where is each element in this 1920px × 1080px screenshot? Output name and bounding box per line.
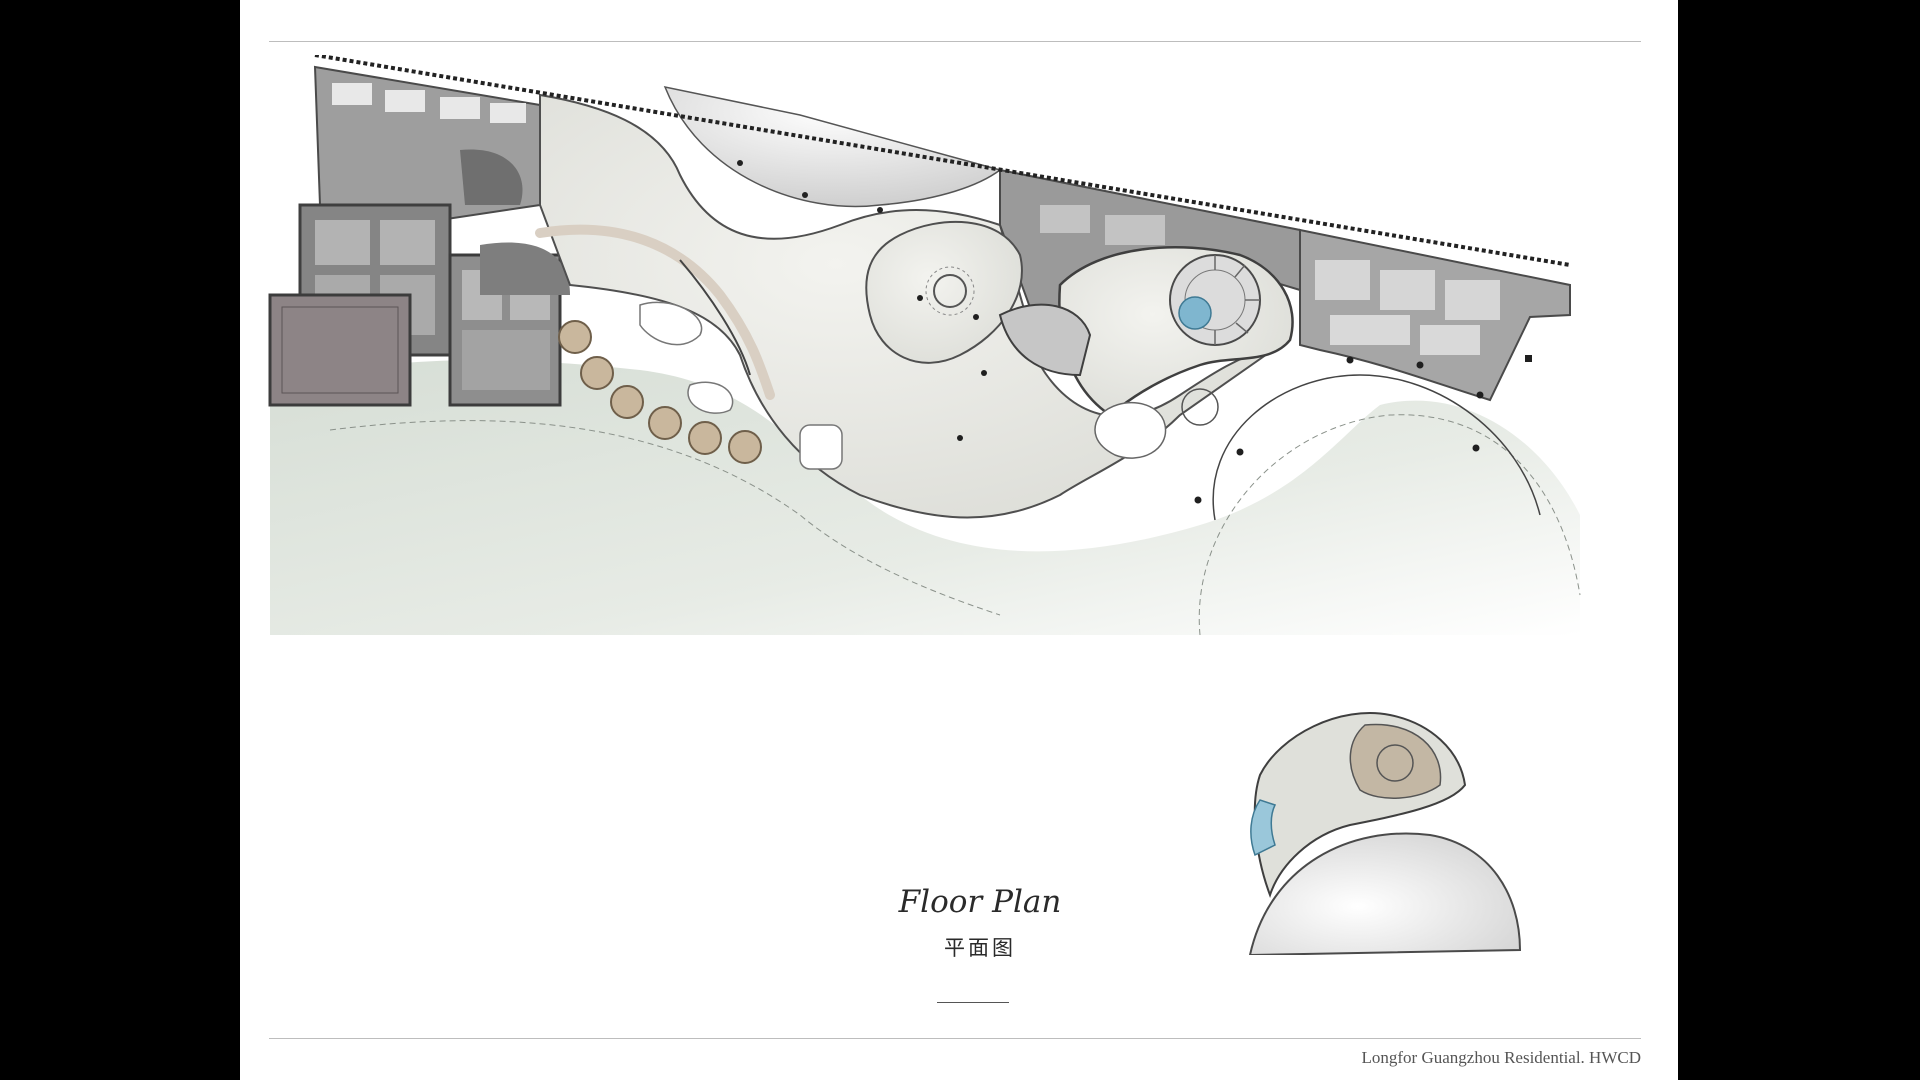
right-dome-outline — [1212, 374, 1541, 521]
water-feature — [1094, 401, 1167, 459]
footer-credit: Longfor Guangzhou Residential. HWCD — [1361, 1048, 1642, 1067]
staircase-detail-view — [1248, 712, 1522, 955]
dome-roof — [663, 85, 1002, 208]
top-divider — [269, 41, 1641, 42]
page-subtitle: 平面图 — [944, 936, 1016, 960]
facade-edge — [314, 55, 1571, 267]
restroom-block — [998, 303, 1092, 377]
slide: Floor Plan 平面图 Longfor Guangzhou Residen… — [240, 0, 1678, 1080]
spiral-staircase — [1169, 254, 1261, 346]
detail-stair — [1349, 723, 1442, 799]
landscape-path — [1198, 414, 1581, 636]
office-block — [1299, 228, 1571, 402]
central-core — [1058, 245, 1294, 417]
service-rooms-block — [313, 65, 541, 222]
title-underline — [937, 1002, 1009, 1003]
private-suite-block — [268, 203, 570, 407]
main-floor-plan — [268, 55, 1581, 636]
bottom-divider — [269, 1038, 1641, 1039]
page-title: Floor Plan — [898, 884, 1062, 920]
lounge-tables — [558, 320, 762, 464]
landscape-path — [329, 420, 1001, 616]
structural-columns — [917, 295, 1532, 504]
landscape-area — [270, 360, 1580, 635]
private-dining-room — [865, 220, 1023, 364]
reception-counter — [535, 224, 775, 400]
